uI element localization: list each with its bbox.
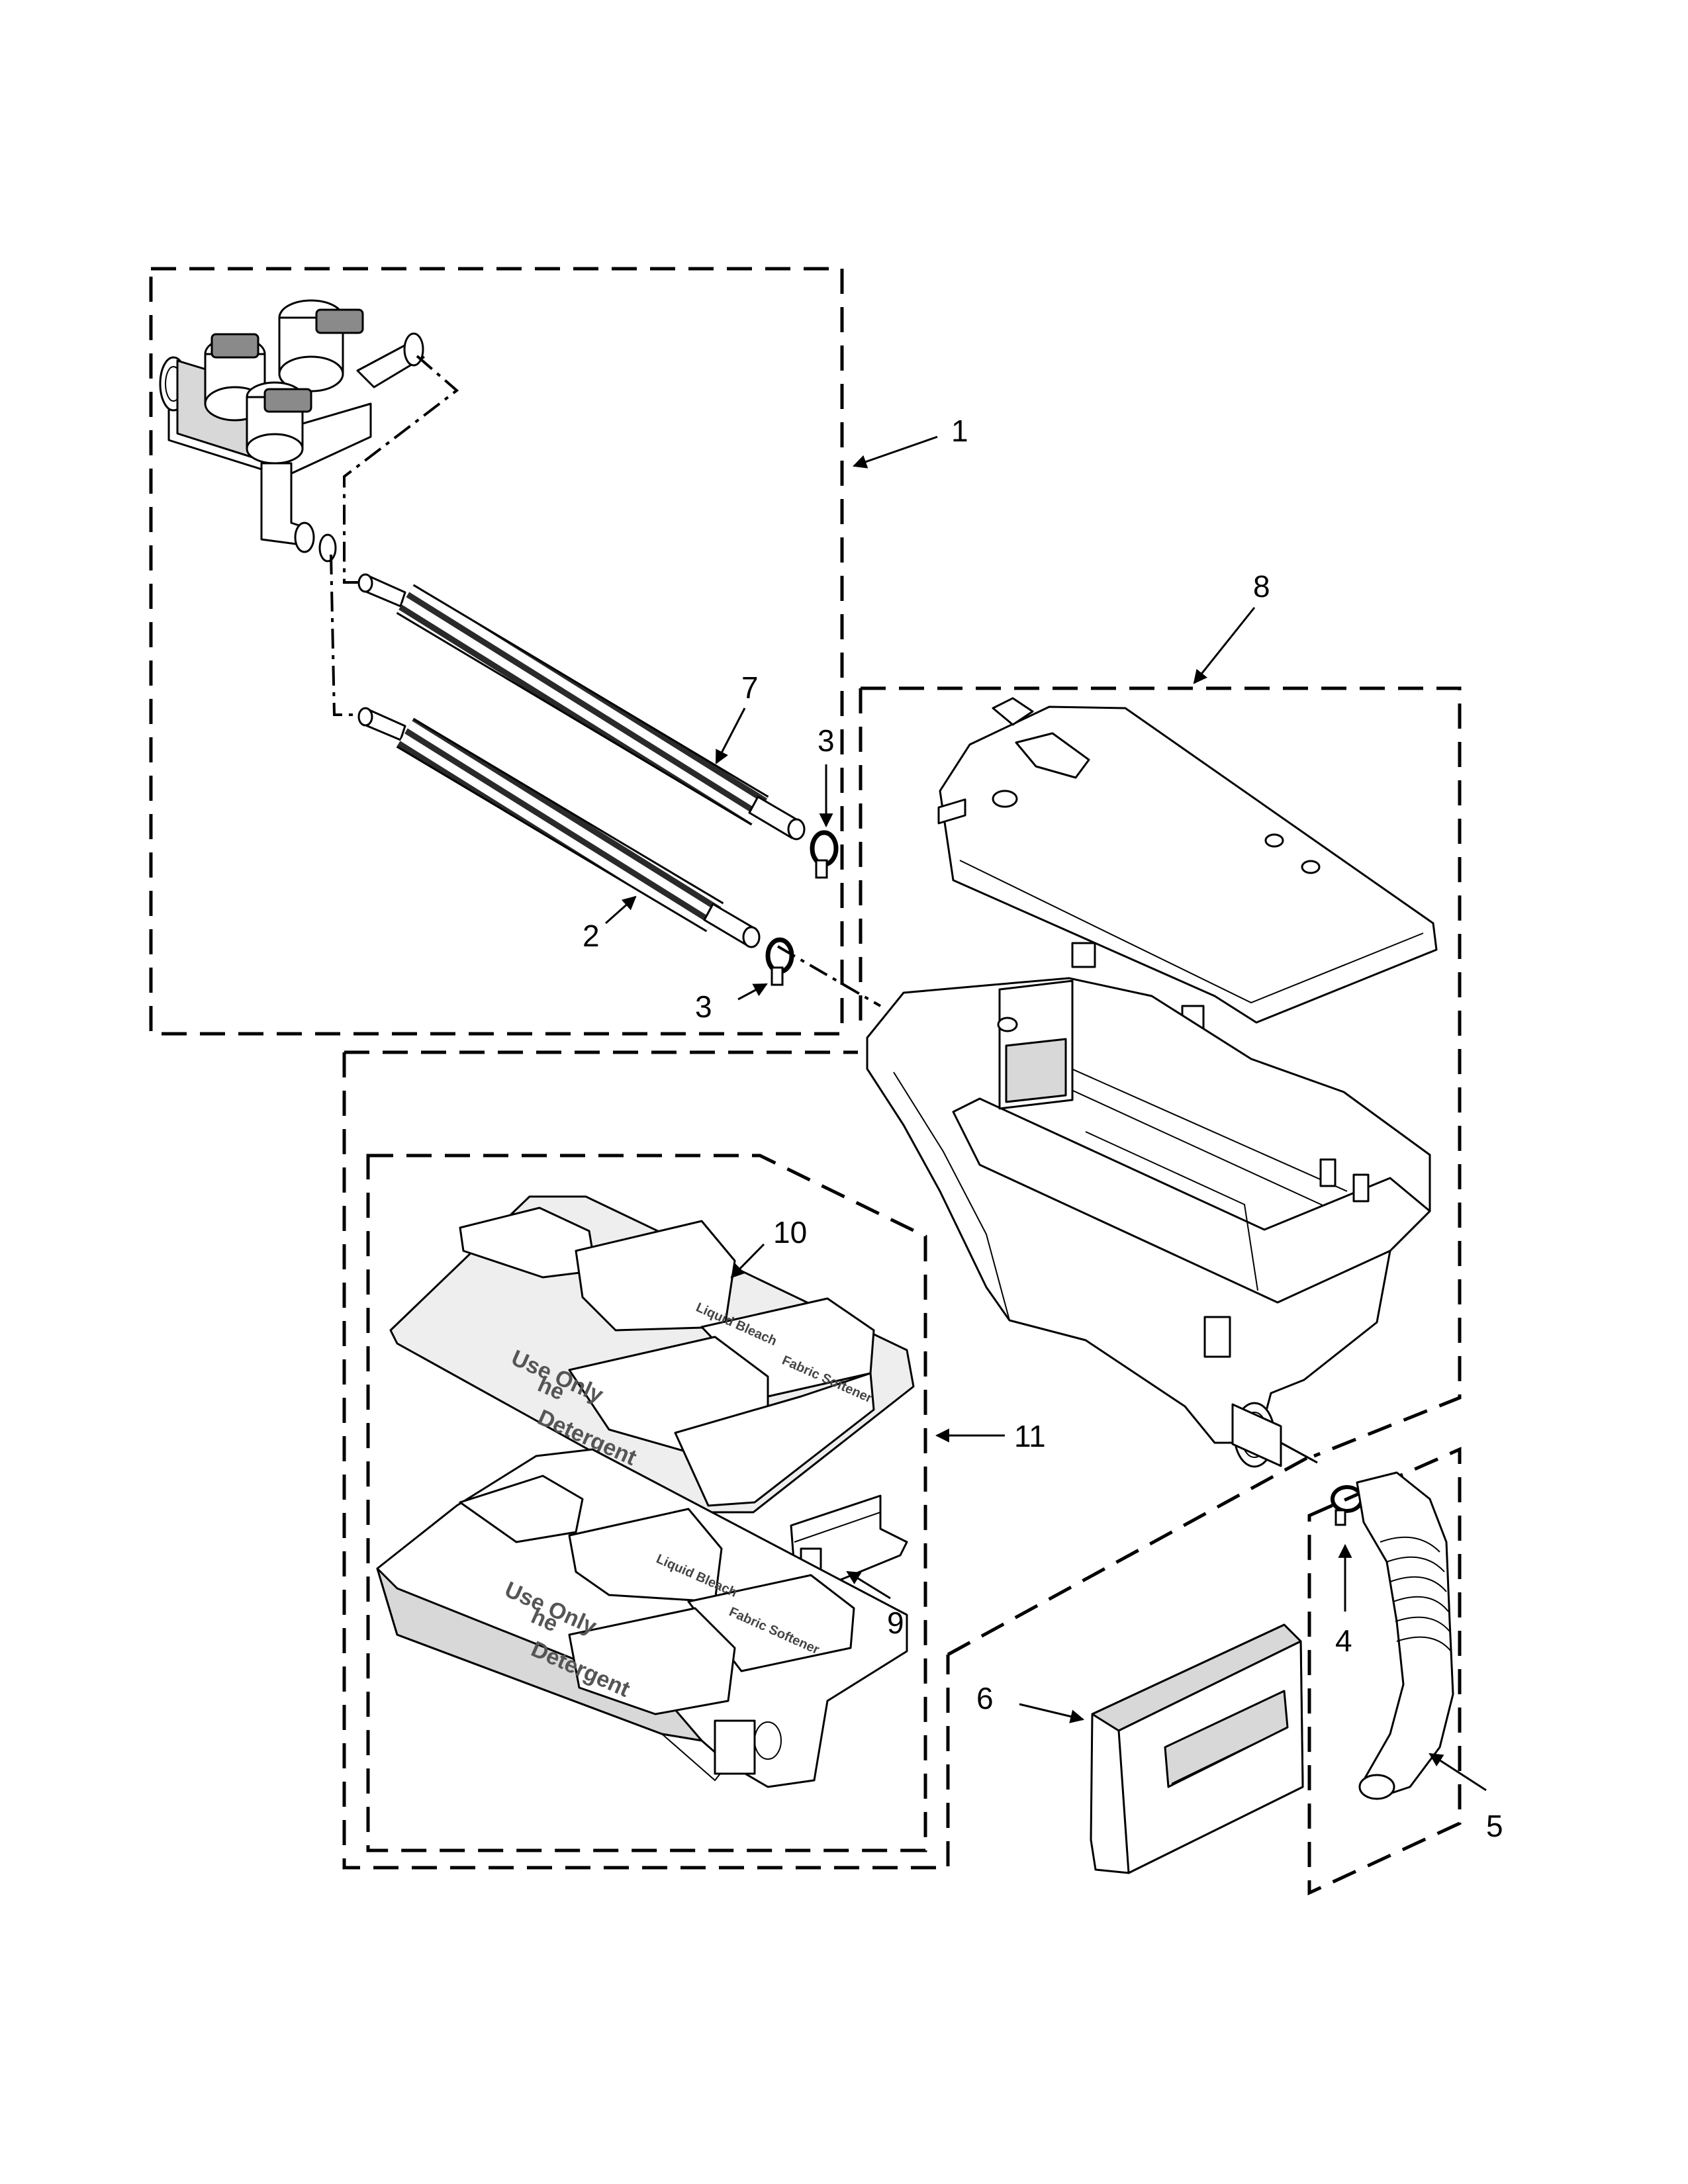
hose-routing-line-lower <box>330 554 367 716</box>
dispenser-housing <box>866 977 1431 1468</box>
leader-5 <box>1429 1752 1487 1792</box>
hose-clamp-lower <box>765 937 794 986</box>
leader-10 <box>730 1243 765 1279</box>
callout-3-upper: 3 <box>818 723 835 758</box>
dispenser-handle <box>1090 1623 1304 1874</box>
callout-11: 11 <box>1014 1419 1046 1453</box>
callout-9: 9 <box>887 1606 904 1640</box>
leader-7 <box>715 707 746 764</box>
callout-7: 7 <box>741 670 759 705</box>
leader-1 <box>853 435 938 469</box>
callout-6: 6 <box>976 1681 994 1715</box>
callout-3-lower: 3 <box>695 989 712 1024</box>
group-11-outer-boundary-diag <box>947 1454 1312 1657</box>
leader-8 <box>1193 607 1256 684</box>
hose-clamp-drain <box>1331 1485 1364 1526</box>
callout-4: 4 <box>1335 1623 1352 1658</box>
group-11-outer-boundary <box>342 1050 950 1870</box>
callout-8: 8 <box>1253 569 1270 604</box>
callout-1: 1 <box>951 414 968 448</box>
hose-routing-line-to-dispenser <box>776 945 882 1007</box>
dispenser-tray-cover: Use Only he Detergent Liquid Bleach Fabr… <box>389 1195 915 1514</box>
group-5-boundary <box>1307 1447 1462 1895</box>
leader-2 <box>605 895 637 925</box>
dispenser-housing-cover <box>937 697 1438 1030</box>
group-11-inner-boundary <box>366 1154 927 1852</box>
group-1-boundary <box>149 267 844 1036</box>
leader-9 <box>846 1570 891 1600</box>
dispenser-drain-hose <box>1356 1471 1454 1800</box>
hose-routing-line-upper <box>343 355 459 584</box>
group-8-boundary <box>861 686 1462 1458</box>
callout-2: 2 <box>583 919 600 953</box>
hose-clamp-upper <box>810 830 839 879</box>
upper-hose <box>357 573 806 841</box>
callout-5: 5 <box>1486 1809 1503 1843</box>
water-inlet-valve <box>159 299 425 563</box>
leader-6 <box>1019 1703 1085 1723</box>
callout-10: 10 <box>773 1215 807 1250</box>
dispenser-tray: Use Only he Detergent Liquid Bleach Fabr… <box>376 1448 908 1788</box>
lower-hose <box>357 707 761 948</box>
leader-3b <box>737 983 768 1001</box>
